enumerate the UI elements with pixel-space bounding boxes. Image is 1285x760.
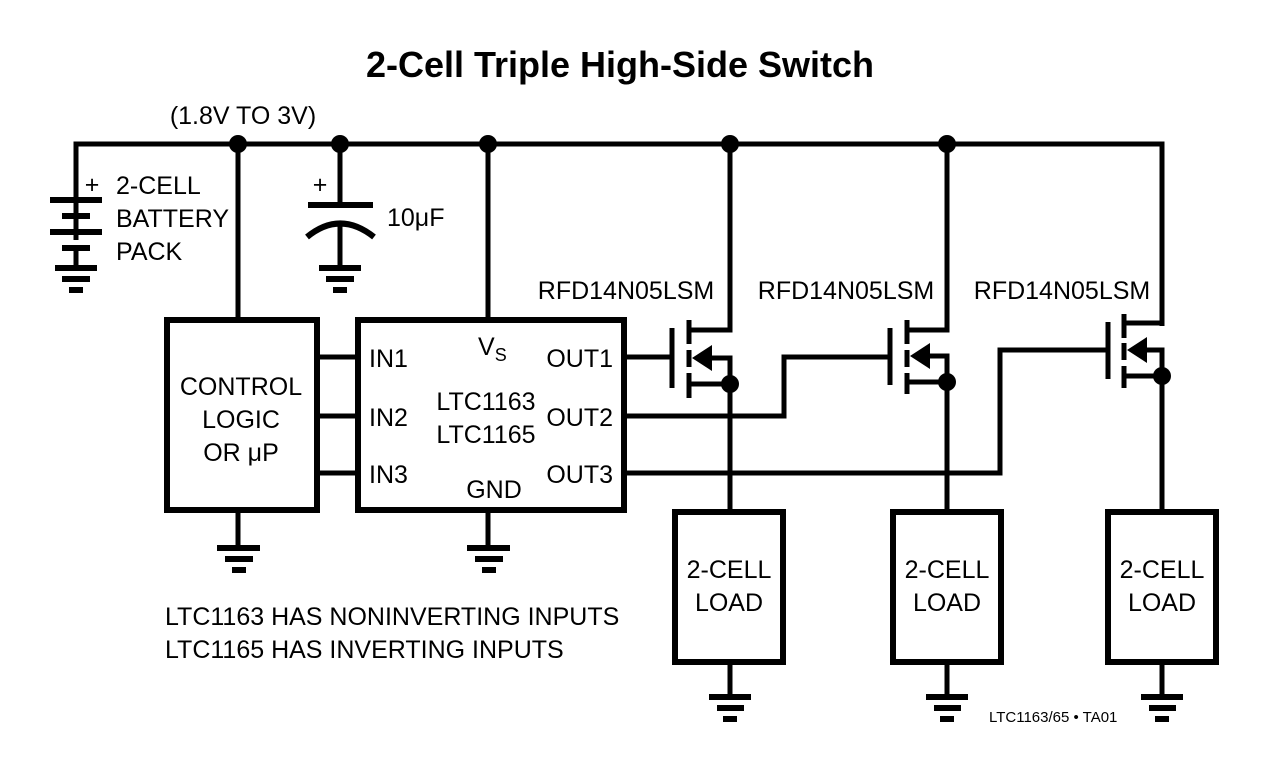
- wire-out2: [624, 354, 890, 419]
- load-label: LOAD: [913, 589, 981, 617]
- capacitor-plus-sign: +: [313, 171, 328, 199]
- ic-pin-in1: IN1: [369, 345, 408, 373]
- mosfet-icon: [887, 144, 956, 512]
- ic-pin-out1: OUT1: [546, 345, 613, 373]
- supply-voltage-label: (1.8V TO 3V): [170, 102, 316, 130]
- diagram-title: 2-Cell Triple High-Side Switch: [366, 44, 874, 85]
- ic-pin-out3: OUT3: [546, 461, 613, 489]
- ic-pin-in3: IN3: [369, 461, 408, 489]
- note-line: LTC1163 HAS NONINVERTING INPUTS: [165, 603, 619, 631]
- mosfet-part-label: RFD14N05LSM: [974, 277, 1150, 305]
- load-label: LOAD: [1128, 589, 1196, 617]
- mosfet-part-label: RFD14N05LSM: [758, 277, 934, 305]
- wire-out3: [624, 347, 1108, 476]
- load-label: 2-CELL: [905, 556, 990, 584]
- ic-block: [355, 317, 627, 513]
- load-label: 2-CELL: [687, 556, 772, 584]
- ground-icon: [1141, 665, 1183, 722]
- mosfet-icon: [669, 144, 739, 512]
- ic-pin-in2: IN2: [369, 404, 408, 432]
- ic-pin-vs: VS: [478, 333, 507, 365]
- battery-label-line: PACK: [116, 238, 183, 266]
- mosfet-part-label: RFD14N05LSM: [538, 277, 714, 305]
- ic-part-number: LTC1165: [436, 421, 535, 449]
- battery-plus-sign: +: [85, 171, 100, 199]
- load-block: [890, 509, 1004, 665]
- ground-icon: [217, 513, 260, 573]
- control-logic-label: CONTROL: [180, 373, 302, 401]
- control-logic-block: [164, 317, 320, 513]
- mosfet-icon: [1105, 314, 1171, 512]
- ic-pin-out2: OUT2: [546, 404, 613, 432]
- battery-label-line: BATTERY: [116, 205, 229, 233]
- ic-pin-gnd: GND: [466, 476, 522, 504]
- capacitor-icon: [305, 144, 376, 293]
- battery-label-line: 2-CELL: [116, 172, 201, 200]
- ground-icon: [467, 513, 510, 573]
- figure-id: LTC1163/65 • TA01: [989, 709, 1117, 726]
- battery-icon: [50, 197, 102, 293]
- control-logic-label: LOGIC: [202, 406, 280, 434]
- capacitor-value: 10μF: [387, 204, 444, 232]
- load-label: 2-CELL: [1120, 556, 1205, 584]
- note-line: LTC1165 HAS INVERTING INPUTS: [165, 636, 564, 664]
- load-block: [1105, 509, 1219, 665]
- control-logic-label: OR μP: [203, 439, 279, 467]
- load-label: LOAD: [695, 589, 763, 617]
- ground-icon: [709, 665, 751, 722]
- ground-icon: [926, 665, 968, 722]
- ic-part-number: LTC1163: [436, 388, 535, 416]
- load-block: [672, 509, 786, 665]
